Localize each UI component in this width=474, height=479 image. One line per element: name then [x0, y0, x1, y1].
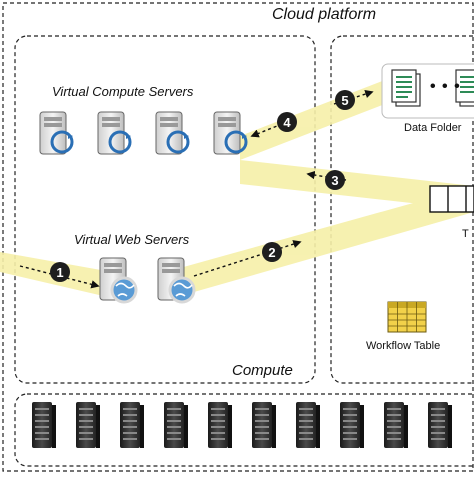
data-folder-title: Data Folder — [404, 122, 462, 134]
cloud-platform-border — [2, 2, 474, 472]
step-badge-3: 3 — [325, 170, 345, 190]
server-rack-icon — [428, 402, 452, 448]
compute-server — [97, 111, 132, 155]
step-1-label: 1 — [56, 265, 63, 280]
web-servers — [99, 257, 196, 304]
compute-server — [213, 111, 248, 155]
data-folder-ellipsis: • • • — [430, 78, 461, 95]
server-rack-icon — [32, 402, 56, 448]
step-4-label: 4 — [283, 115, 291, 130]
server-rack-icon — [208, 402, 232, 448]
flow-band-2 — [180, 186, 474, 296]
compute-servers-title: Virtual Compute Servers — [52, 84, 194, 99]
compute-region — [14, 35, 316, 384]
server-rack-icon — [340, 402, 364, 448]
workflow-table-title: Workflow Table — [366, 340, 441, 352]
step-badge-5: 5 — [335, 90, 355, 110]
server-rack-icon — [120, 402, 144, 448]
compute-server — [155, 111, 190, 155]
step-3-label: 3 — [331, 173, 338, 188]
physical-racks — [32, 402, 452, 448]
compute-servers — [39, 111, 248, 155]
compute-server — [39, 111, 74, 155]
flow-band-3 — [240, 160, 474, 210]
flow-arrow-2 — [193, 240, 302, 277]
step-badges: 1 2 3 4 5 — [50, 90, 355, 282]
web-server — [99, 257, 138, 304]
flow-arrow-4 — [250, 123, 283, 138]
compute-title: Compute — [232, 362, 293, 379]
step-badge-2: 2 — [262, 242, 282, 262]
step-badge-1: 1 — [50, 262, 70, 282]
table-label: T — [462, 228, 469, 240]
server-rack-icon — [164, 402, 188, 448]
step-2-label: 2 — [268, 245, 275, 260]
platform-title: Cloud platform — [272, 6, 377, 23]
table-icon — [429, 185, 474, 213]
storage-region — [330, 35, 474, 384]
server-rack-icon — [296, 402, 320, 448]
server-rack-icon — [384, 402, 408, 448]
server-rack-icon — [76, 402, 100, 448]
workflow-table-icon — [387, 301, 427, 333]
flow-arrow-1 — [19, 265, 100, 289]
step-badge-4: 4 — [277, 112, 297, 132]
web-servers-title: Virtual Web Servers — [74, 232, 190, 247]
step-5-label: 5 — [341, 93, 348, 108]
server-rack-icon — [252, 402, 276, 448]
document-icon — [391, 69, 421, 107]
web-server — [157, 257, 196, 304]
document-icon — [455, 69, 474, 107]
